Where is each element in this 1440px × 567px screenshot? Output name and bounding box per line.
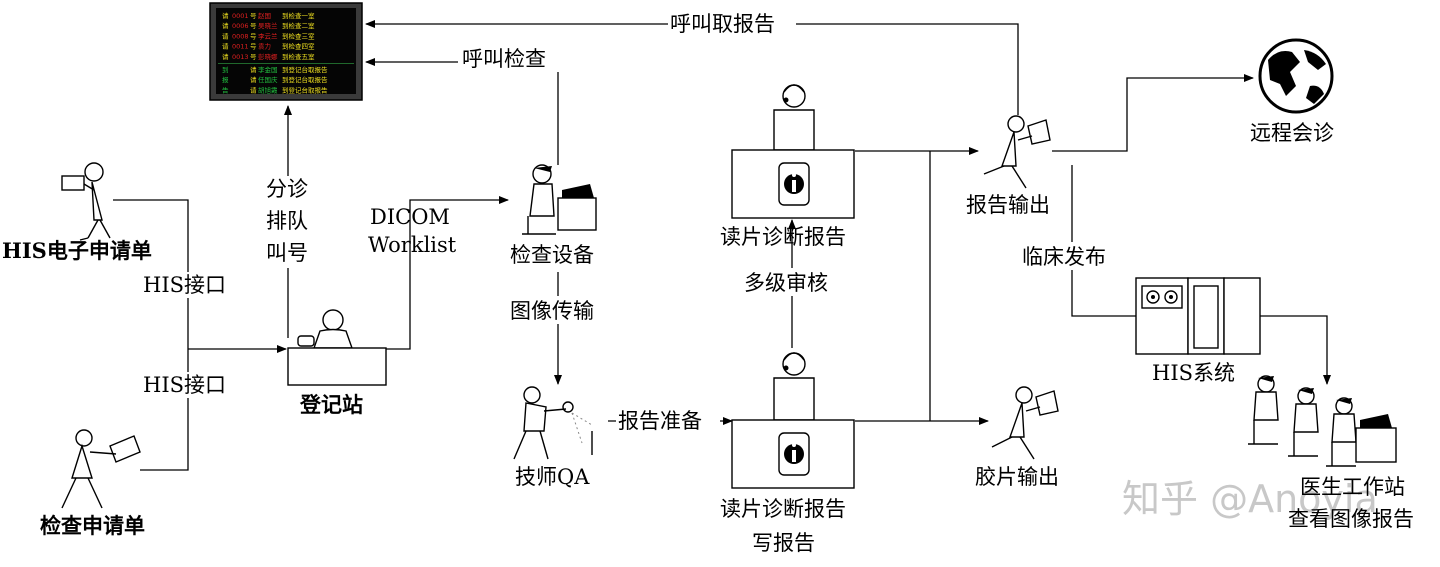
label-his-interface-1: HIS接口: [143, 273, 226, 297]
label-triage-2: 排队: [266, 209, 308, 233]
screen-cell: 告: [222, 85, 229, 94]
label-read-report-bottom: 读片诊断报告: [720, 497, 846, 521]
screen-cell: 0013: [232, 53, 249, 61]
label-call-exam: 呼叫检查: [462, 47, 546, 71]
label-multi-review: 多级审核: [744, 271, 828, 295]
screen-cell: 到登记台取报告: [282, 75, 328, 84]
label-report-prep: 报告准备: [618, 409, 702, 433]
label-doctor-station-2: 查看图像报告: [1288, 507, 1414, 531]
label-write-report: 写报告: [752, 531, 815, 555]
registration-station: [287, 309, 387, 386]
screen-cell: 任国庆: [258, 75, 278, 84]
screen-cell: 0008: [232, 32, 249, 40]
label-exam-request: 检查申请单: [40, 513, 145, 538]
label-call-report: 呼叫取报告: [670, 12, 775, 36]
screen-cell: 请: [250, 75, 257, 84]
label-clinical-publish: 临床发布: [1022, 245, 1106, 269]
edge-labels: HIS接口 HIS接口 分诊 排队 叫号 DICOM Worklist 呼叫检查…: [140, 10, 1122, 434]
his-request-person-icon: [61, 162, 111, 241]
edge-remote-consult: [1052, 74, 1254, 152]
watermark: 知乎 @Anoyia: [1122, 477, 1378, 521]
screen-cell: 赵国: [258, 11, 271, 20]
screen-cell: 到检查三室: [282, 31, 315, 40]
screen-cell: 请: [222, 11, 229, 20]
screen-cell: 号: [250, 22, 257, 30]
screen-cell: 请: [222, 42, 229, 51]
screen-cell: 请: [222, 21, 229, 30]
screen-cell: 到检查一室: [282, 11, 315, 20]
phone-icon: [297, 335, 315, 347]
screen-area: [216, 8, 356, 94]
screen-cell: 吴晓兰: [258, 21, 278, 30]
exam-device-icon: [522, 164, 597, 235]
screen-cell: 号: [250, 53, 257, 61]
top-reader-station: [731, 84, 855, 219]
node-labels: HIS电子申请单 检查申请单 登记站 检查设备 技师QA 读片诊断报告 读片诊断…: [2, 121, 1414, 555]
screen-cell: 彭晓娜: [258, 52, 278, 61]
screen-cell: 到登记台取报告: [282, 65, 328, 74]
label-exam-device: 检查设备: [510, 243, 594, 267]
screen-cell: 到登记台取报告: [282, 85, 328, 94]
label-dicom: DICOM: [370, 205, 450, 229]
screen-cell: 0001: [232, 12, 249, 20]
doctor-workstation-icon: [1248, 375, 1397, 467]
screen-cell: 到检查二室: [282, 21, 315, 30]
label-triage-3: 叫号: [266, 241, 308, 265]
his-system-server-icon: [1135, 277, 1261, 355]
screen-cell: 请: [250, 65, 257, 74]
screen-cell: 请: [222, 31, 229, 40]
screen-cell: 0011: [232, 43, 249, 51]
label-worklist: Worklist: [368, 233, 457, 257]
label-image-transfer: 图像传输: [510, 299, 594, 323]
screen-cell: 号: [250, 43, 257, 51]
screen-cell: 到检查五室: [282, 52, 315, 61]
bottom-reader-station: [731, 352, 855, 489]
screen-cell: 到检查四室: [282, 42, 315, 51]
screen-cell: 请: [222, 52, 229, 61]
label-film-output: 胶片输出: [975, 465, 1059, 489]
edge-call-exam: [365, 58, 559, 165]
screen-cell: 请: [250, 85, 257, 94]
screen-cell: 到: [222, 66, 229, 74]
screen-cell: 号: [250, 32, 257, 40]
screen-cell: 李金国: [258, 65, 278, 74]
edge-dicom-worklist: [385, 196, 509, 350]
edge-his-interface-bracket: [113, 199, 189, 471]
screen-cell: 报: [222, 75, 229, 84]
label-tech-qa: 技师QA: [515, 465, 590, 489]
label-read-report-top: 读片诊断报告: [720, 225, 846, 249]
film-output-person-icon: [991, 386, 1059, 460]
edge-call-report: [365, 20, 1019, 115]
globe-icon: [1258, 38, 1334, 114]
report-output-person-icon: [983, 115, 1051, 189]
screen-cell: 号: [250, 12, 257, 20]
label-his-interface-2: HIS接口: [143, 373, 226, 397]
label-doctor-station-1: 医生工作站: [1300, 475, 1405, 499]
label-report-output: 报告输出: [966, 193, 1050, 217]
exam-request-person-icon: [61, 429, 141, 509]
screen-cell: 李云兰: [258, 31, 278, 40]
label-triage-1: 分诊: [266, 177, 308, 201]
label-registration: 登记站: [299, 392, 363, 417]
technician-qa-icon: [513, 386, 593, 460]
label-his-request: HIS电子申请单: [2, 238, 152, 263]
label-remote-consult: 远程会诊: [1250, 121, 1334, 145]
screen-cell: 胡旭霞: [258, 85, 278, 94]
screen-cell: 袁力: [258, 42, 271, 51]
label-his-system: HIS系统: [1152, 361, 1235, 385]
screen-cell: 0006: [232, 22, 249, 30]
